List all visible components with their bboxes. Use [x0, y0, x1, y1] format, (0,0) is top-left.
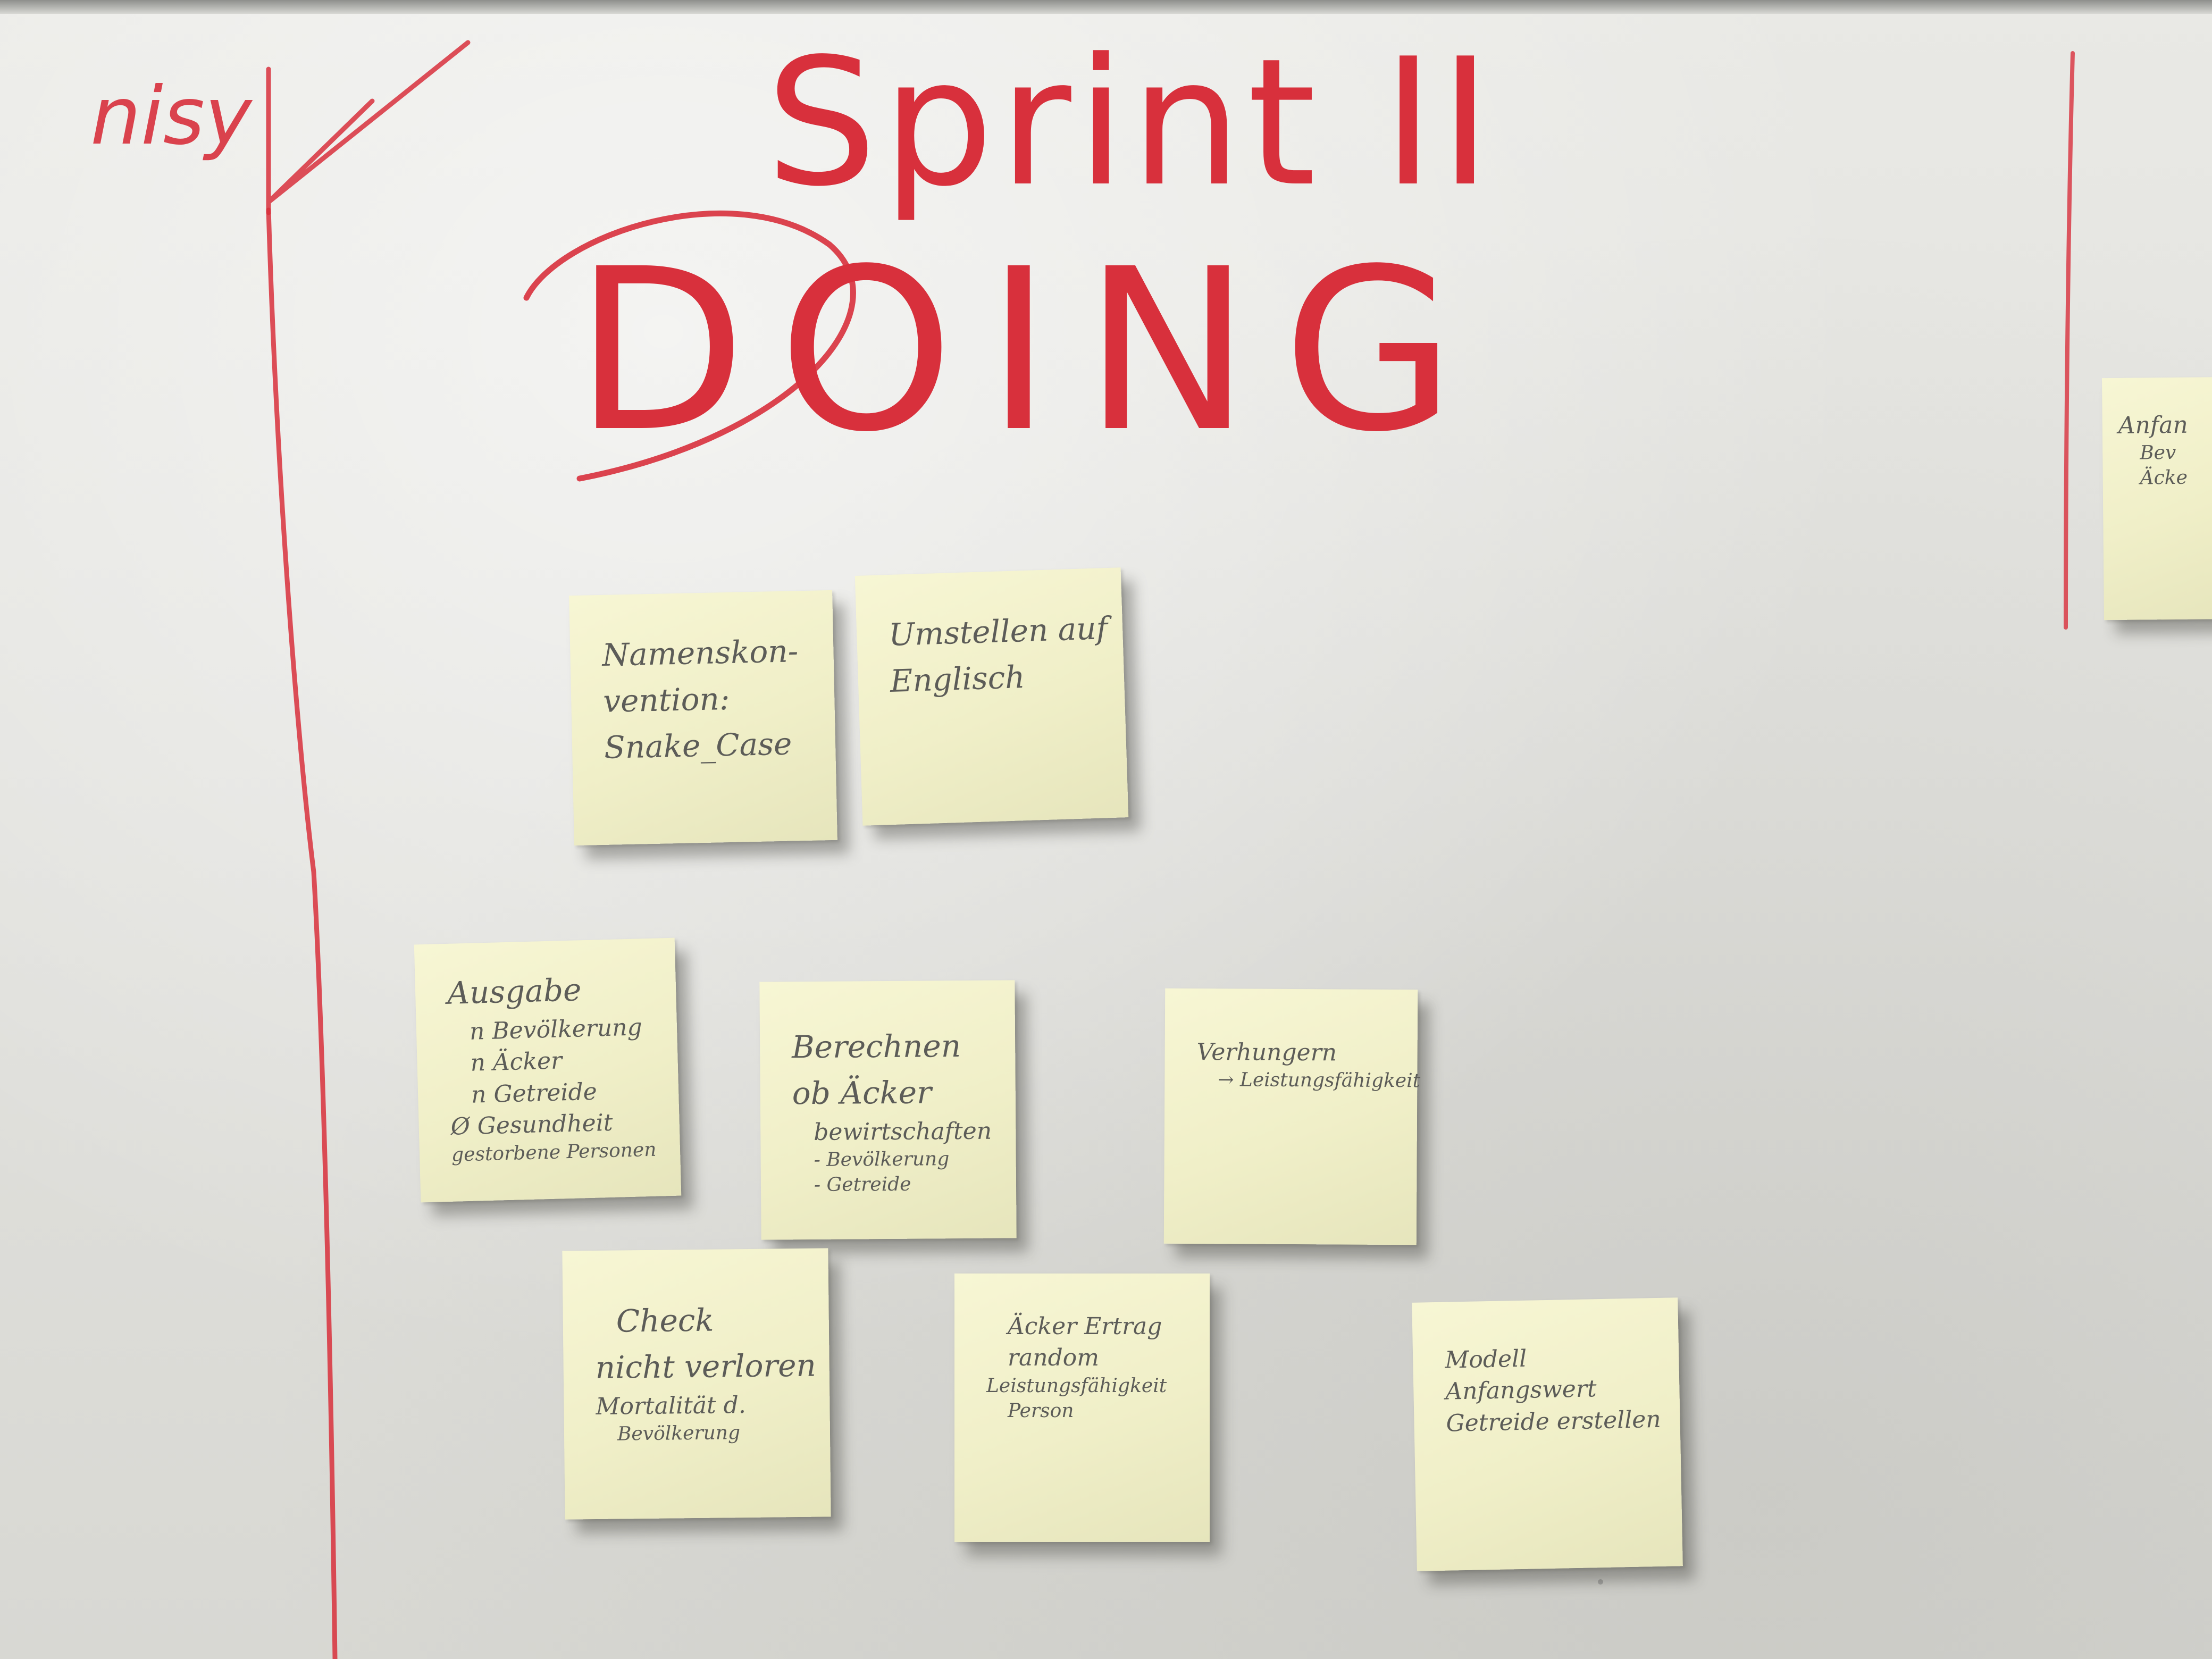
note-line: ob Äcker — [792, 1074, 932, 1112]
sticky-note-output[interactable]: Ausgabe n Bevölkerung n Äcker n Getreide… — [414, 937, 682, 1203]
note-line: Anfan — [2118, 411, 2188, 439]
note-line: - Getreide — [814, 1173, 911, 1196]
note-line: Umstellen auf — [888, 610, 1109, 653]
note-line: Namenskon- — [601, 633, 799, 673]
note-line: n Äcker — [470, 1047, 563, 1077]
note-line: Ø Gesundheit — [450, 1109, 614, 1141]
sticky-note-naming-convention[interactable]: Namenskon- vention: Snake_Case — [569, 590, 837, 846]
sticky-note-model-initial-value[interactable]: Modell Anfangswert Getreide erstellen — [1412, 1297, 1683, 1571]
sticky-note-switch-english[interactable]: Umstellen auf Englisch — [854, 567, 1129, 826]
note-line: Person — [1008, 1400, 1074, 1422]
note-line: bewirtschaften — [814, 1117, 992, 1146]
note-line: random — [1008, 1344, 1099, 1372]
sticky-note-calculate-fields[interactable]: Berechnen ob Äcker bewirtschaften - Bevö… — [759, 980, 1017, 1240]
note-line: nicht verloren — [595, 1347, 817, 1386]
whiteboard-frame-top — [0, 0, 2212, 14]
note-line: Äcke — [2140, 466, 2188, 489]
note-line: Berechnen — [791, 1028, 961, 1066]
note-line: n Getreide — [471, 1078, 598, 1109]
note-line: Modell — [1444, 1345, 1527, 1374]
note-line: Äcker Ertrag — [1008, 1313, 1162, 1340]
note-line: Bevölkerung — [617, 1422, 741, 1445]
note-line: Englisch — [889, 659, 1026, 699]
note-line: - Bevölkerung — [814, 1148, 950, 1171]
note-line: Leistungsfähigkeit — [986, 1375, 1167, 1397]
sticky-note-field-yield[interactable]: Äcker Ertrag random Leistungsfähigkeit P… — [954, 1273, 1210, 1542]
sticky-note-partial-right[interactable]: Anfan Bev Äcke — [2102, 376, 2212, 621]
note-line: vention: — [602, 680, 731, 719]
note-line: Snake_Case — [604, 725, 792, 766]
note-line: Mortalität d. — [596, 1392, 747, 1420]
note-line: n Bevölkerung — [469, 1013, 643, 1045]
note-line: Anfangswert — [1445, 1375, 1597, 1406]
note-line: Getreide erstellen — [1446, 1405, 1662, 1437]
note-line: Ausgabe — [447, 971, 582, 1011]
note-line: Verhungern — [1196, 1038, 1337, 1067]
note-line: gestorbene Personen — [451, 1138, 657, 1166]
note-line: → Leistungsfähigkeit — [1218, 1069, 1421, 1092]
sticky-note-check-not-lost[interactable]: Check nicht verloren Mortalität d. Bevöl… — [562, 1248, 831, 1520]
note-line: Bev — [2140, 442, 2176, 464]
sticky-note-starvation[interactable]: Verhungern → Leistungsfähigkeit — [1163, 988, 1421, 1245]
note-line: Check — [616, 1302, 714, 1339]
